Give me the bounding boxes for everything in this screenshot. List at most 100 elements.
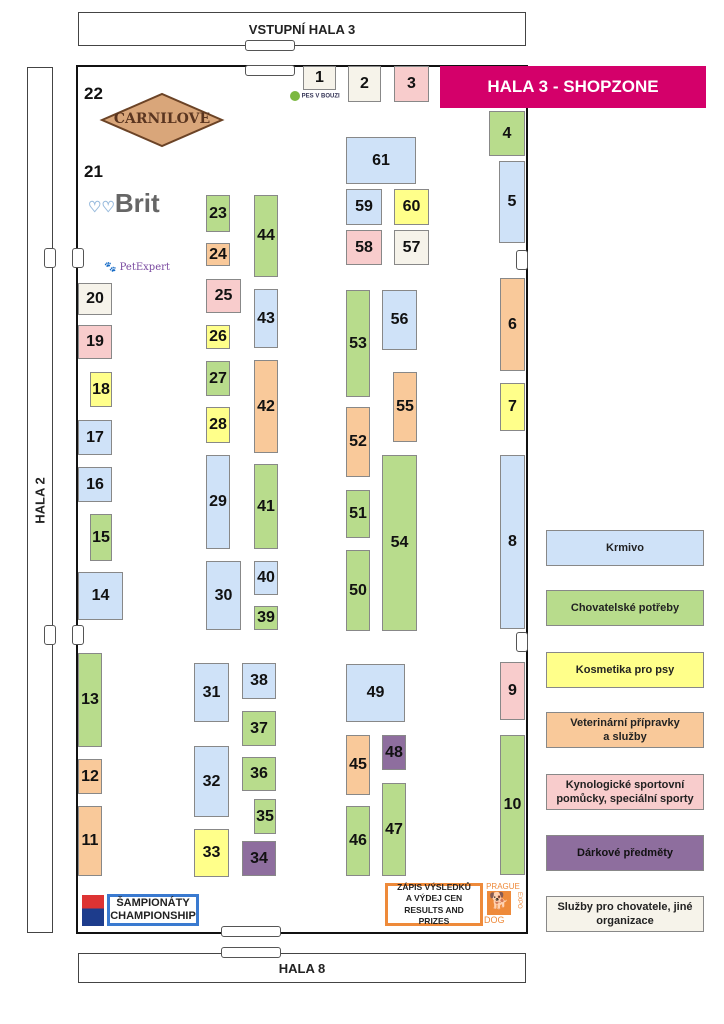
booth-43[interactable]: 43 <box>254 289 278 348</box>
booth-32[interactable]: 32 <box>194 746 229 817</box>
booth-6[interactable]: 6 <box>500 278 525 371</box>
booth-61[interactable]: 61 <box>346 137 416 184</box>
booth-8[interactable]: 8 <box>500 455 525 629</box>
door <box>44 248 56 268</box>
championship-area: ŠAMPIONÁTY CHAMPIONSHIP <box>107 894 199 926</box>
booth-47[interactable]: 47 <box>382 783 406 876</box>
booth-20[interactable]: 20 <box>78 283 112 315</box>
booth-57[interactable]: 57 <box>394 230 429 265</box>
booth-30[interactable]: 30 <box>206 561 241 630</box>
door <box>245 40 295 51</box>
pes-v-bouzi-icon <box>290 91 300 101</box>
booth-21-number: 21 <box>84 162 103 181</box>
booth-11[interactable]: 11 <box>78 806 102 876</box>
booth-51[interactable]: 51 <box>346 490 370 538</box>
door <box>44 625 56 645</box>
booth-49[interactable]: 49 <box>346 664 405 722</box>
booth-2[interactable]: 2 <box>348 66 381 102</box>
booth-27[interactable]: 27 <box>206 361 230 396</box>
booth-22-number: 22 <box>84 84 103 103</box>
pes-v-bouzi-text: PES V BOUZI <box>301 93 340 100</box>
booth-37[interactable]: 37 <box>242 711 276 746</box>
booth-18[interactable]: 18 <box>90 372 112 407</box>
door <box>72 248 84 268</box>
booth-15[interactable]: 15 <box>90 514 112 561</box>
booth-26[interactable]: 26 <box>206 325 230 349</box>
booth-16[interactable]: 16 <box>78 467 112 502</box>
booth-25[interactable]: 25 <box>206 279 241 313</box>
booth-50[interactable]: 50 <box>346 550 370 631</box>
door <box>221 926 281 937</box>
booth-10[interactable]: 10 <box>500 735 525 875</box>
logo-prague: PRAGUE <box>486 882 520 891</box>
booth-39[interactable]: 39 <box>254 606 278 630</box>
booth-4[interactable]: 4 <box>489 111 525 156</box>
booth-45[interactable]: 45 <box>346 735 370 795</box>
results-and-prizes-area: ZÁPIS VÝSLEDKŮ A VÝDEJ CEN RESULTS AND P… <box>385 882 483 926</box>
hall-2-label: HALA 2 <box>32 476 48 524</box>
booth-56[interactable]: 56 <box>382 290 417 350</box>
booth-14[interactable]: 14 <box>78 572 123 620</box>
petexpert-logo: 🐾 PetExpert <box>104 262 170 273</box>
door <box>221 947 281 958</box>
booth-3[interactable]: 3 <box>394 66 429 102</box>
hall-2: HALA 2 <box>27 67 53 933</box>
legend-item-blue: Krmivo <box>546 530 704 566</box>
booth-33[interactable]: 33 <box>194 829 229 877</box>
fci-logo <box>82 882 104 926</box>
booth-17[interactable]: 17 <box>78 420 112 455</box>
logo-expo: EXPO <box>516 892 522 909</box>
door <box>72 625 84 645</box>
prague-expo-dog-logo: PRAGUE 🐕 EXPO DOG <box>484 882 522 926</box>
legend-item-cream: Služby pro chovatele, jiné organizace <box>546 896 704 932</box>
booth-12[interactable]: 12 <box>78 759 102 794</box>
door <box>516 250 528 270</box>
legend-item-pink: Kynologické sportovní pomůcky, speciální… <box>546 774 704 810</box>
booth-53[interactable]: 53 <box>346 290 370 397</box>
legend-item-green: Chovatelské potřeby <box>546 590 704 626</box>
booth-35[interactable]: 35 <box>254 799 276 834</box>
booth-24[interactable]: 24 <box>206 243 230 266</box>
booth-40[interactable]: 40 <box>254 561 278 595</box>
pes-v-bouzi-logo: PES V BOUZI <box>290 91 340 101</box>
booth-19[interactable]: 19 <box>78 325 112 359</box>
booth-38[interactable]: 38 <box>242 663 276 699</box>
booth-44[interactable]: 44 <box>254 195 278 277</box>
booth-52[interactable]: 52 <box>346 407 370 477</box>
logo-dog: DOG <box>484 915 505 925</box>
booth-60[interactable]: 60 <box>394 189 429 225</box>
brit-icon: ♡♡ <box>88 199 115 216</box>
booth-42[interactable]: 42 <box>254 360 278 453</box>
booth-23[interactable]: 23 <box>206 195 230 232</box>
legend-item-orange: Veterinární přípravky a služby <box>546 712 704 748</box>
booth-7[interactable]: 7 <box>500 383 525 431</box>
door <box>516 632 528 652</box>
booth-29[interactable]: 29 <box>206 455 230 549</box>
booth-1[interactable]: 1 <box>303 66 336 90</box>
brit-logo: ♡♡Brit <box>88 188 160 219</box>
booth-55[interactable]: 55 <box>393 372 417 442</box>
booth-9[interactable]: 9 <box>500 662 525 720</box>
booth-46[interactable]: 46 <box>346 806 370 876</box>
booth-28[interactable]: 28 <box>206 407 230 443</box>
booth-48[interactable]: 48 <box>382 735 406 770</box>
carnilove-text: CARNILOVE <box>113 111 211 127</box>
brit-text: Brit <box>114 188 160 218</box>
booth-13[interactable]: 13 <box>78 653 102 747</box>
carnilove-logo: CARNILOVE <box>98 92 226 148</box>
booth-41[interactable]: 41 <box>254 464 278 549</box>
door <box>245 65 295 76</box>
legend-item-yellow: Kosmetika pro psy <box>546 652 704 688</box>
dog-icon: 🐕 <box>487 891 511 915</box>
booth-54[interactable]: 54 <box>382 455 417 631</box>
booth-31[interactable]: 31 <box>194 663 229 722</box>
hall-entrance-3: VSTUPNÍ HALA 3 <box>78 12 526 46</box>
booth-34[interactable]: 34 <box>242 841 276 876</box>
booth-59[interactable]: 59 <box>346 189 382 225</box>
hall-8: HALA 8 <box>78 953 526 983</box>
booth-5[interactable]: 5 <box>499 161 525 243</box>
booth-58[interactable]: 58 <box>346 230 382 265</box>
petexpert-text: PetExpert <box>119 262 170 273</box>
shopzone-banner: HALA 3 - SHOPZONE <box>440 66 706 108</box>
booth-36[interactable]: 36 <box>242 757 276 791</box>
